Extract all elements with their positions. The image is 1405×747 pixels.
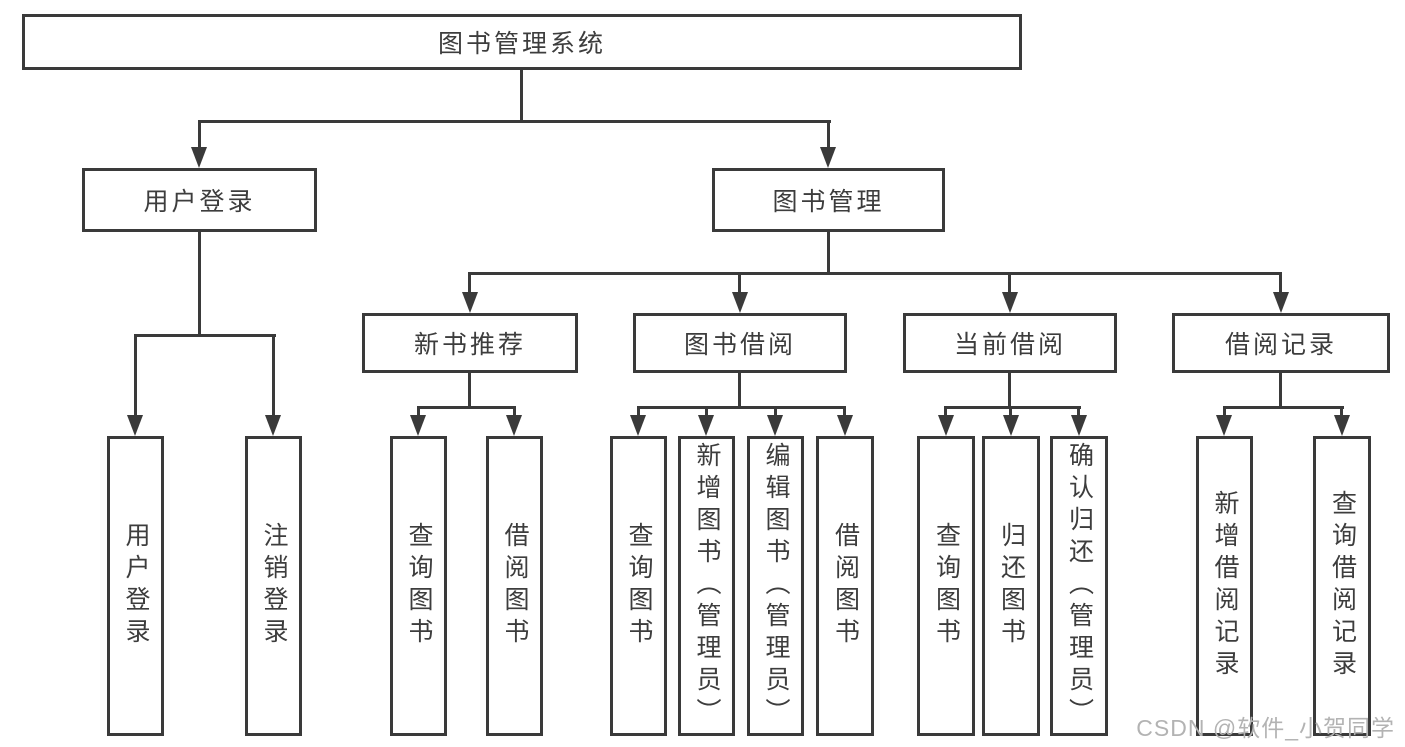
node-book-borrow-label: 图书借阅 <box>683 331 796 359</box>
arrowhead-down-icon <box>837 415 853 436</box>
connector-vline <box>468 272 471 294</box>
leaf-query-book-current-label: 查询图书 <box>932 522 961 650</box>
arrowhead-down-icon <box>820 147 836 168</box>
arrowhead-down-icon <box>1216 415 1232 436</box>
connector-vline <box>272 334 275 416</box>
node-new-book-recommend-label: 新书推荐 <box>413 331 526 359</box>
leaf-confirm-return-admin: 确认归还（管理员） <box>1050 436 1108 736</box>
node-user-login: 用户登录 <box>82 168 317 232</box>
connector-hline <box>637 406 846 409</box>
leaf-borrow-book-recommend-label: 借阅图书 <box>501 522 529 650</box>
arrowhead-down-icon <box>127 415 143 436</box>
node-book-borrow: 图书借阅 <box>633 313 847 373</box>
connector-vline <box>513 406 516 416</box>
leaf-add-borrow-record-label: 新增借阅记录 <box>1211 490 1239 682</box>
watermark: CSDN @软件_小贺同学 <box>1136 715 1395 741</box>
leaf-add-book-admin: 新增图书（管理员） <box>678 436 735 736</box>
leaf-logout: 注销登录 <box>245 436 302 736</box>
connector-hline <box>134 334 276 337</box>
connector-hline <box>417 406 516 409</box>
connector-vline <box>774 406 777 416</box>
connector-vline <box>738 272 741 294</box>
leaf-borrow-book-recommend: 借阅图书 <box>486 436 543 736</box>
leaf-query-book-borrow-label: 查询图书 <box>625 522 653 650</box>
leaf-return-book: 归还图书 <box>982 436 1040 736</box>
arrowhead-down-icon <box>698 415 714 436</box>
connector-vline <box>1008 272 1011 294</box>
connector-vline <box>198 120 201 150</box>
leaf-edit-book-admin-label: 编辑图书（管理员） <box>762 442 790 730</box>
connector-vline <box>1008 373 1011 408</box>
leaf-confirm-return-admin-label: 确认归还（管理员） <box>1065 442 1094 730</box>
node-borrow-records: 借阅记录 <box>1172 313 1390 373</box>
connector-vline <box>827 120 830 150</box>
arrowhead-down-icon <box>630 415 646 436</box>
connector-hline <box>1223 406 1344 409</box>
leaf-add-borrow-record: 新增借阅记录 <box>1196 436 1253 736</box>
connector-vline <box>417 406 420 416</box>
node-user-login-label: 用户登录 <box>143 188 256 216</box>
connector-vline <box>1077 406 1080 416</box>
node-root: 图书管理系统 <box>22 14 1022 70</box>
leaf-query-borrow-record: 查询借阅记录 <box>1313 436 1371 736</box>
arrowhead-down-icon <box>410 415 426 436</box>
arrowhead-down-icon <box>732 292 748 313</box>
node-borrow-records-label: 借阅记录 <box>1224 331 1337 359</box>
arrowhead-down-icon <box>1003 415 1019 436</box>
leaf-query-book-borrow: 查询图书 <box>610 436 667 736</box>
connector-vline <box>738 373 741 408</box>
connector-vline <box>637 406 640 416</box>
leaf-borrow-book-label: 借阅图书 <box>831 522 860 650</box>
leaf-logout-label: 注销登录 <box>260 522 288 650</box>
node-book-management-label: 图书管理 <box>772 188 885 216</box>
arrowhead-down-icon <box>265 415 281 436</box>
connector-hline <box>944 406 1081 409</box>
leaf-return-book-label: 归还图书 <box>997 522 1026 650</box>
node-book-management: 图书管理 <box>712 168 945 232</box>
connector-vline <box>944 406 947 416</box>
connector-vline <box>198 232 201 336</box>
leaf-edit-book-admin: 编辑图书（管理员） <box>747 436 804 736</box>
leaf-add-book-admin-label: 新增图书（管理员） <box>693 442 721 730</box>
arrowhead-down-icon <box>1002 292 1018 313</box>
connector-vline <box>1279 373 1282 408</box>
leaf-user-login: 用户登录 <box>107 436 164 736</box>
arrowhead-down-icon <box>767 415 783 436</box>
node-root-label: 图书管理系统 <box>437 30 606 58</box>
connector-hline <box>468 272 1282 275</box>
arrowhead-down-icon <box>1071 415 1087 436</box>
arrowhead-down-icon <box>191 147 207 168</box>
leaf-query-borrow-record-label: 查询借阅记录 <box>1328 490 1357 682</box>
leaf-query-book-current: 查询图书 <box>917 436 975 736</box>
connector-vline <box>1340 406 1343 416</box>
arrowhead-down-icon <box>506 415 522 436</box>
connector-vline <box>520 70 523 122</box>
connector-hline <box>198 120 831 123</box>
connector-vline <box>705 406 708 416</box>
leaf-user-login-label: 用户登录 <box>122 522 150 650</box>
connector-vline <box>843 406 846 416</box>
node-current-borrow: 当前借阅 <box>903 313 1117 373</box>
connector-vline <box>1279 272 1282 294</box>
connector-vline <box>468 373 471 408</box>
connector-vline <box>1009 406 1012 416</box>
connector-vline <box>827 232 830 274</box>
arrowhead-down-icon <box>1273 292 1289 313</box>
leaf-borrow-book: 借阅图书 <box>816 436 874 736</box>
arrowhead-down-icon <box>938 415 954 436</box>
connector-vline <box>134 334 137 416</box>
arrowhead-down-icon <box>462 292 478 313</box>
node-current-borrow-label: 当前借阅 <box>953 331 1066 359</box>
leaf-query-book-recommend-label: 查询图书 <box>405 522 433 650</box>
connector-vline <box>1223 406 1226 416</box>
arrowhead-down-icon <box>1334 415 1350 436</box>
leaf-query-book-recommend: 查询图书 <box>390 436 447 736</box>
node-new-book-recommend: 新书推荐 <box>362 313 578 373</box>
